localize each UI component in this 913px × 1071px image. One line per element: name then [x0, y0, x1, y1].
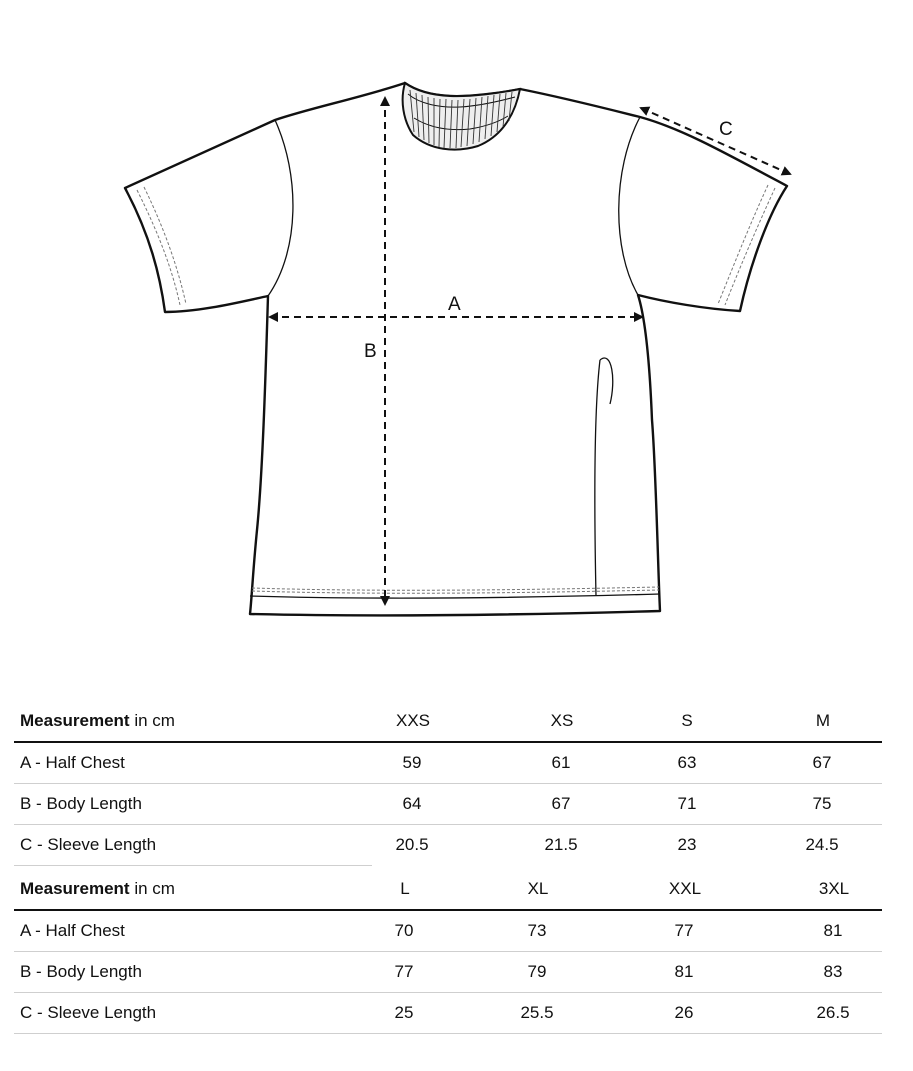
- size-header-xl: XL: [527, 879, 549, 898]
- size-table-large: Measurement in cm L XL XXL 3XL A - Half …: [14, 871, 882, 1034]
- table-cell: 79: [527, 962, 547, 981]
- table-cell: 81: [823, 921, 843, 940]
- table-cell: 63: [677, 753, 697, 772]
- row-label-sleeve-length: C - Sleeve Length: [20, 835, 157, 854]
- size-header-xs: XS: [550, 711, 574, 730]
- row-label-half-chest: A - Half Chest: [20, 753, 125, 772]
- table-cell: 70: [394, 921, 414, 940]
- table-cell: 83: [823, 962, 843, 981]
- tshirt-stitching: [136, 184, 776, 594]
- row-label-body-length: B - Body Length: [20, 962, 142, 981]
- table-cell: 64: [402, 794, 422, 813]
- table-row: B - Body Length 77 79 81 83: [14, 952, 882, 993]
- table-header-row: Measurement in cm L XL XXL 3XL: [14, 871, 882, 911]
- table-cell: 20.5: [395, 835, 429, 854]
- table-cell: 81: [674, 962, 694, 981]
- table-cell: 73: [527, 921, 547, 940]
- table-cell: 23: [677, 835, 697, 854]
- table-row: B - Body Length 64 67 71 75: [14, 784, 882, 825]
- size-header-s: S: [681, 711, 693, 730]
- measurement-header: Measurement in cm: [20, 879, 175, 898]
- table-cell: 77: [674, 921, 694, 940]
- table-row: C - Sleeve Length 20.5 21.5 23 24.5: [14, 825, 882, 865]
- tshirt-outline: [123, 81, 789, 617]
- dimension-a-label: A: [448, 294, 461, 315]
- table-cell: 21.5: [544, 835, 578, 854]
- table-cell: 59: [402, 753, 422, 772]
- size-header-xxl: XXL: [668, 879, 702, 898]
- row-label-half-chest: A - Half Chest: [20, 921, 125, 940]
- size-header-xxs: XXS: [395, 711, 431, 730]
- size-header-3xl: 3XL: [818, 879, 850, 898]
- table-cell: 26: [674, 1003, 694, 1022]
- size-table-small: Measurement in cm XXS XS S M A - Half Ch…: [14, 703, 882, 866]
- table-cell: 77: [394, 962, 414, 981]
- dimension-c-label: C: [719, 119, 733, 140]
- dimension-c-line: [639, 106, 792, 176]
- size-header-m: M: [815, 711, 831, 730]
- table-cell: 61: [551, 753, 571, 772]
- table-divider: [14, 865, 372, 866]
- table-row: A - Half Chest 59 61 63 67: [14, 743, 882, 784]
- row-label-sleeve-length: C - Sleeve Length: [20, 1003, 157, 1022]
- row-label-body-length: B - Body Length: [20, 794, 142, 813]
- table-cell: 67: [812, 753, 832, 772]
- table-cell: 75: [812, 794, 832, 813]
- table-row: C - Sleeve Length 25 25.5 26 26.5: [14, 993, 882, 1034]
- tshirt-measurement-diagram: A B C: [123, 81, 792, 617]
- measurement-header: Measurement in cm: [20, 711, 175, 730]
- table-header-row: Measurement in cm XXS XS S M: [14, 703, 882, 743]
- tshirt-seams: [249, 116, 661, 599]
- table-cell: 26.5: [816, 1003, 850, 1022]
- dimension-b-label: B: [364, 341, 377, 362]
- size-header-l: L: [400, 879, 410, 898]
- table-row: A - Half Chest 70 73 77 81: [14, 911, 882, 952]
- table-cell: 24.5: [805, 835, 839, 854]
- table-cell: 71: [677, 794, 697, 813]
- collar-rib: [401, 81, 522, 151]
- table-cell: 25.5: [520, 1003, 554, 1022]
- table-cell: 25: [394, 1003, 414, 1022]
- table-cell: 67: [551, 794, 571, 813]
